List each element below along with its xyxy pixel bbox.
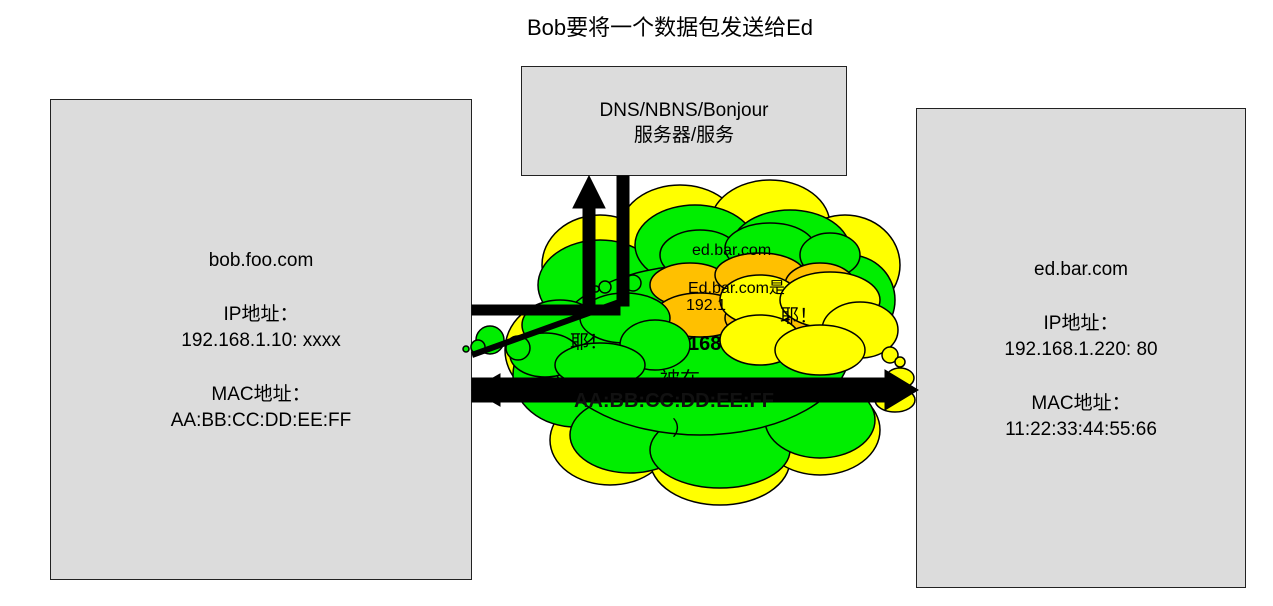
partial-text-mac: AA:BB:CC:DD:EE:FF (574, 390, 774, 412)
partial-text-168: 168 (688, 333, 722, 355)
ed-host-box: ed.bar.com IP地址： 192.168.1.220: 80 MAC地址… (916, 108, 1246, 588)
green-top-cloud-label: ed.bar.com (692, 242, 772, 259)
server-line1: DNS/NBNS/Bonjour (599, 100, 769, 121)
bob-mac-value: AA:BB:CC:DD:EE:FF (170, 410, 352, 431)
ed-ip-label: IP地址： (1043, 313, 1119, 334)
yellow-shout-label: 耶！ (780, 305, 819, 327)
ed-mac-label: MAC地址： (1031, 393, 1131, 414)
yellow-shout-cloud (719, 271, 916, 413)
green-shout-label: 耶！ (570, 331, 609, 353)
diagram-title: Bob要将一个数据包发送给Ed (526, 15, 814, 40)
name-resolution-server-box: DNS/NBNS/Bonjour 服务器/服务 (521, 66, 847, 176)
ed-mac-value: 11:22:33:44:55:66 (1005, 419, 1157, 440)
bob-host-box: bob.foo.com IP地址： 192.168.1.10: xxxx MAC… (50, 99, 472, 580)
orange-cloud-label-2: 192.1 (686, 297, 727, 314)
ed-hostname: ed.bar.com (1034, 259, 1128, 280)
ed-ip-value: 192.168.1.220: 80 (1004, 339, 1158, 360)
bob-mac-label: MAC地址： (211, 384, 311, 405)
bob-ip-label: IP地址： (223, 304, 299, 325)
partial-text-paren: ） (672, 418, 692, 440)
orange-cloud-label-1: Ed.bar.com是 (688, 280, 785, 297)
partial-text-location: 被在 (660, 369, 700, 391)
bob-ip-value: 192.168.1.10: xxxx (181, 330, 341, 351)
bob-hostname: bob.foo.com (208, 250, 314, 271)
server-line2: 服务器/服务 (633, 125, 735, 146)
message-arrows (470, 174, 919, 411)
